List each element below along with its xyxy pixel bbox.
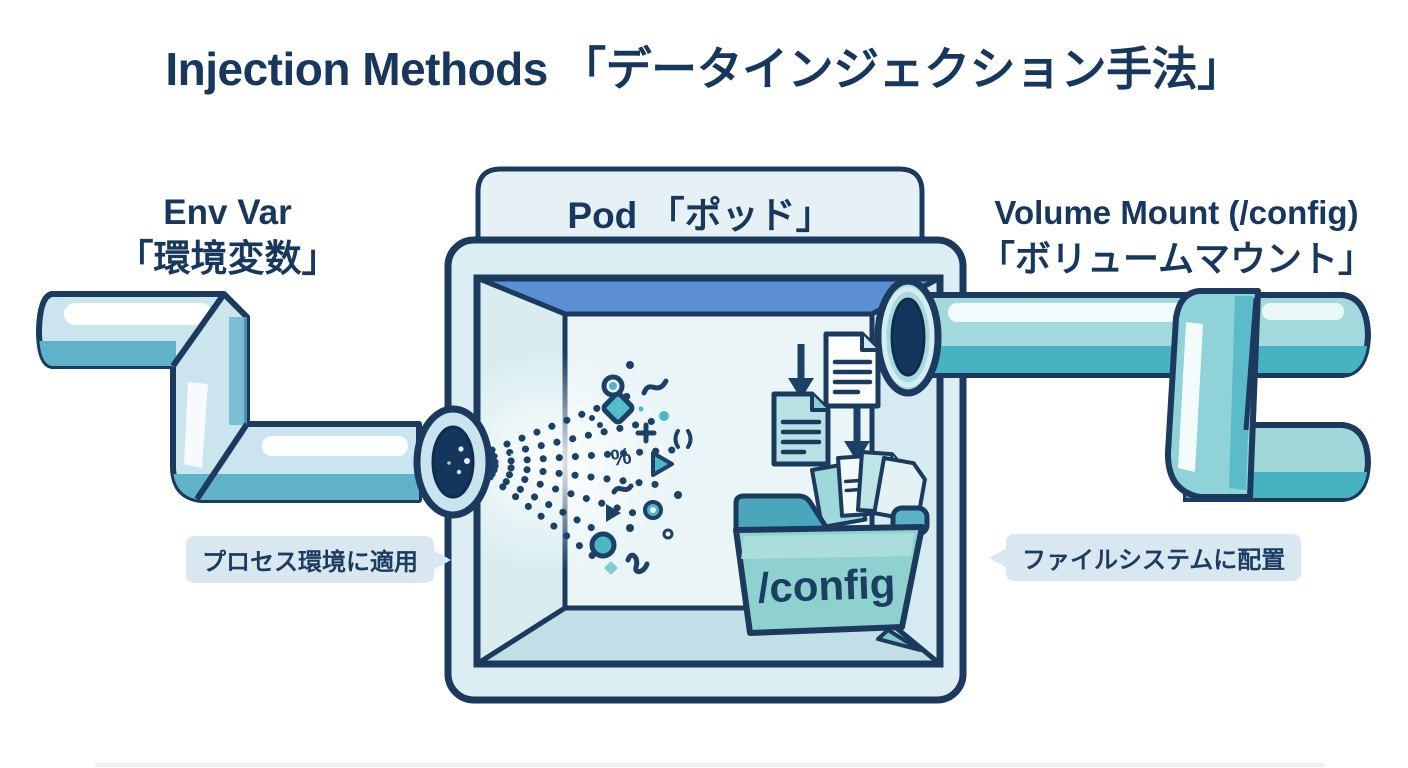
config-files-flow [771, 331, 881, 467]
document-icon-white [823, 331, 881, 409]
env-var-note-text: プロセス環境に適用 [202, 549, 418, 576]
folder-label: /config [757, 560, 896, 612]
pipe-miter-seam [194, 422, 250, 501]
volume-mount-note-text: ファイルシステムに配置 [1022, 547, 1286, 574]
pod-label: Pod 「ポッド」 [567, 195, 833, 236]
config-folder-icon: /config [733, 450, 930, 652]
badge-tail-right [433, 549, 451, 570]
volume-mount-note-badge: ファイルシステムに配置 [989, 534, 1302, 581]
folder-corner-flap [876, 628, 922, 652]
badge-tail-left [989, 547, 1007, 568]
env-var-pipe [36, 291, 422, 503]
arrow-down-icon [788, 344, 814, 399]
env-var-note-badge: プロセス環境に適用 [186, 536, 451, 583]
folder-files-stack [810, 450, 927, 530]
env-var-nozzle-ring-icon [413, 405, 493, 519]
config-particles: % [589, 361, 693, 575]
volume-mount-pipe [917, 288, 1372, 502]
folder-tab [733, 493, 831, 533]
svg-text:%: % [609, 442, 633, 471]
env-var-label: Env Var 「環境変数」 [30, 190, 425, 282]
folder-highlight [741, 533, 914, 559]
arrow-down-icon [844, 407, 870, 462]
volume-mount-flange-ring-icon [874, 277, 942, 397]
volume-mount-label-en: Volume Mount (/config) [994, 194, 1359, 231]
env-var-label-en: Env Var [163, 193, 292, 232]
spray-speckles [495, 450, 514, 474]
volume-mount-label: Volume Mount (/config) 「ボリュームマウント」 [945, 190, 1408, 282]
pipe-miter-seam [1243, 297, 1259, 431]
document-icon-teal [771, 391, 831, 467]
pipe-miter-seam [170, 292, 227, 368]
pod-header [475, 166, 925, 245]
env-var-label-ja: 「環境変数」 [116, 238, 339, 279]
volume-mount-label-ja: 「ボリュームマウント」 [979, 238, 1374, 279]
bottom-edge-artifact [95, 763, 1325, 767]
page-title: Injection Methods 「データインジェクション手法」 [165, 43, 1243, 95]
